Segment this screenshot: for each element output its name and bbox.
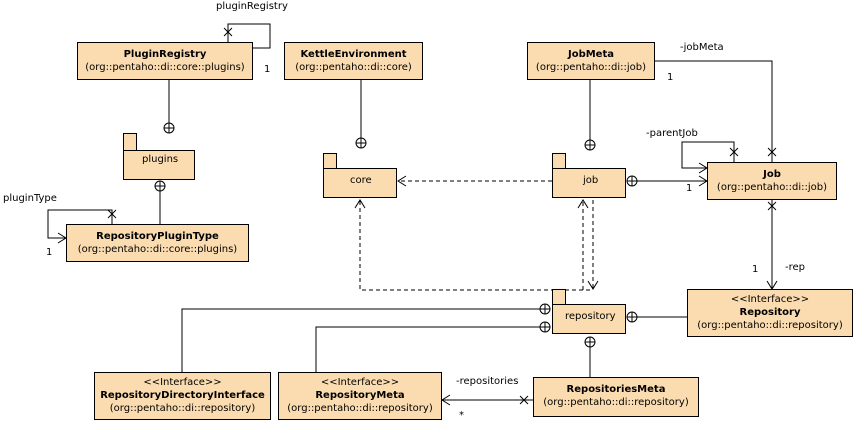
class-job-meta[interactable]: JobMeta (org::pentaho::di::job) <box>527 42 655 80</box>
role-job-meta: -jobMeta <box>680 42 724 53</box>
class-name: RepositoriesMeta <box>566 384 666 395</box>
package-tab <box>552 289 566 305</box>
class-name: RepositoryMeta <box>315 390 405 401</box>
class-repository-plugin-type[interactable]: RepositoryPluginType (org::pentaho::di::… <box>66 224 249 262</box>
package-label: repository <box>565 311 616 322</box>
role-parent-job: -parentJob <box>646 128 698 139</box>
package-tab <box>552 153 566 169</box>
role-plugin-registry: pluginRegistry <box>216 1 288 12</box>
class-name: Repository <box>739 307 801 318</box>
class-name: JobMeta <box>567 49 614 60</box>
class-name: Job <box>763 169 781 180</box>
mult-job-meta: 1 <box>667 72 674 83</box>
class-package: (org::pentaho::di::core::plugins) <box>77 244 238 255</box>
mult-job: 1 <box>686 183 693 194</box>
class-package: (org::pentaho::di::repository) <box>287 403 433 414</box>
mult-plugin-registry: 1 <box>264 64 271 75</box>
role-rep: -rep <box>785 262 805 273</box>
class-package: (org::pentaho::di::repository) <box>543 397 689 408</box>
package-tab <box>123 133 137 151</box>
class-package: (org::pentaho::di::repository) <box>697 320 843 331</box>
class-repository-meta[interactable]: <<Interface>> RepositoryMeta (org::penta… <box>278 372 442 420</box>
class-repository-directory-interface[interactable]: <<Interface>> RepositoryDirectoryInterfa… <box>94 372 271 420</box>
class-kettle-environment[interactable]: KettleEnvironment (org::pentaho::di::cor… <box>284 42 423 80</box>
class-name: PluginRegistry <box>123 49 207 60</box>
package-plugins[interactable]: plugins <box>123 150 195 180</box>
package-repository[interactable]: repository <box>552 304 626 334</box>
class-name: RepositoryDirectoryInterface <box>100 390 265 401</box>
class-package: (org::pentaho::di::job) <box>535 62 647 73</box>
package-label: plugins <box>142 154 179 165</box>
package-label: job <box>583 175 599 186</box>
class-package: (org::pentaho::di::job) <box>716 182 828 193</box>
package-job[interactable]: job <box>552 168 626 198</box>
package-tab <box>323 153 337 169</box>
role-repositories: -repositories <box>456 376 519 387</box>
class-job[interactable]: Job (org::pentaho::di::job) <box>707 162 837 200</box>
class-package: (org::pentaho::di::core::plugins) <box>85 62 245 73</box>
class-package: (org::pentaho::di::repository) <box>109 403 256 414</box>
package-label: core <box>350 175 372 186</box>
package-core[interactable]: core <box>323 168 397 198</box>
mult-rep: 1 <box>752 264 759 275</box>
class-stereotype: <<Interface>> <box>143 377 222 388</box>
class-stereotype: <<Interface>> <box>730 294 810 305</box>
class-name: KettleEnvironment <box>300 49 407 60</box>
role-plugin-type: pluginType <box>3 193 57 204</box>
class-plugin-registry[interactable]: PluginRegistry (org::pentaho::di::core::… <box>77 42 253 80</box>
mult-plugin-type: 1 <box>46 247 53 258</box>
class-name: RepositoryPluginType <box>96 231 219 242</box>
class-stereotype: <<Interface>> <box>320 377 400 388</box>
class-repositories-meta[interactable]: RepositoriesMeta (org::pentaho::di::repo… <box>533 377 699 417</box>
class-package: (org::pentaho::di::core) <box>295 62 412 73</box>
class-repository[interactable]: <<Interface>> Repository (org::pentaho::… <box>687 289 853 337</box>
mult-repositories: * <box>459 410 464 421</box>
